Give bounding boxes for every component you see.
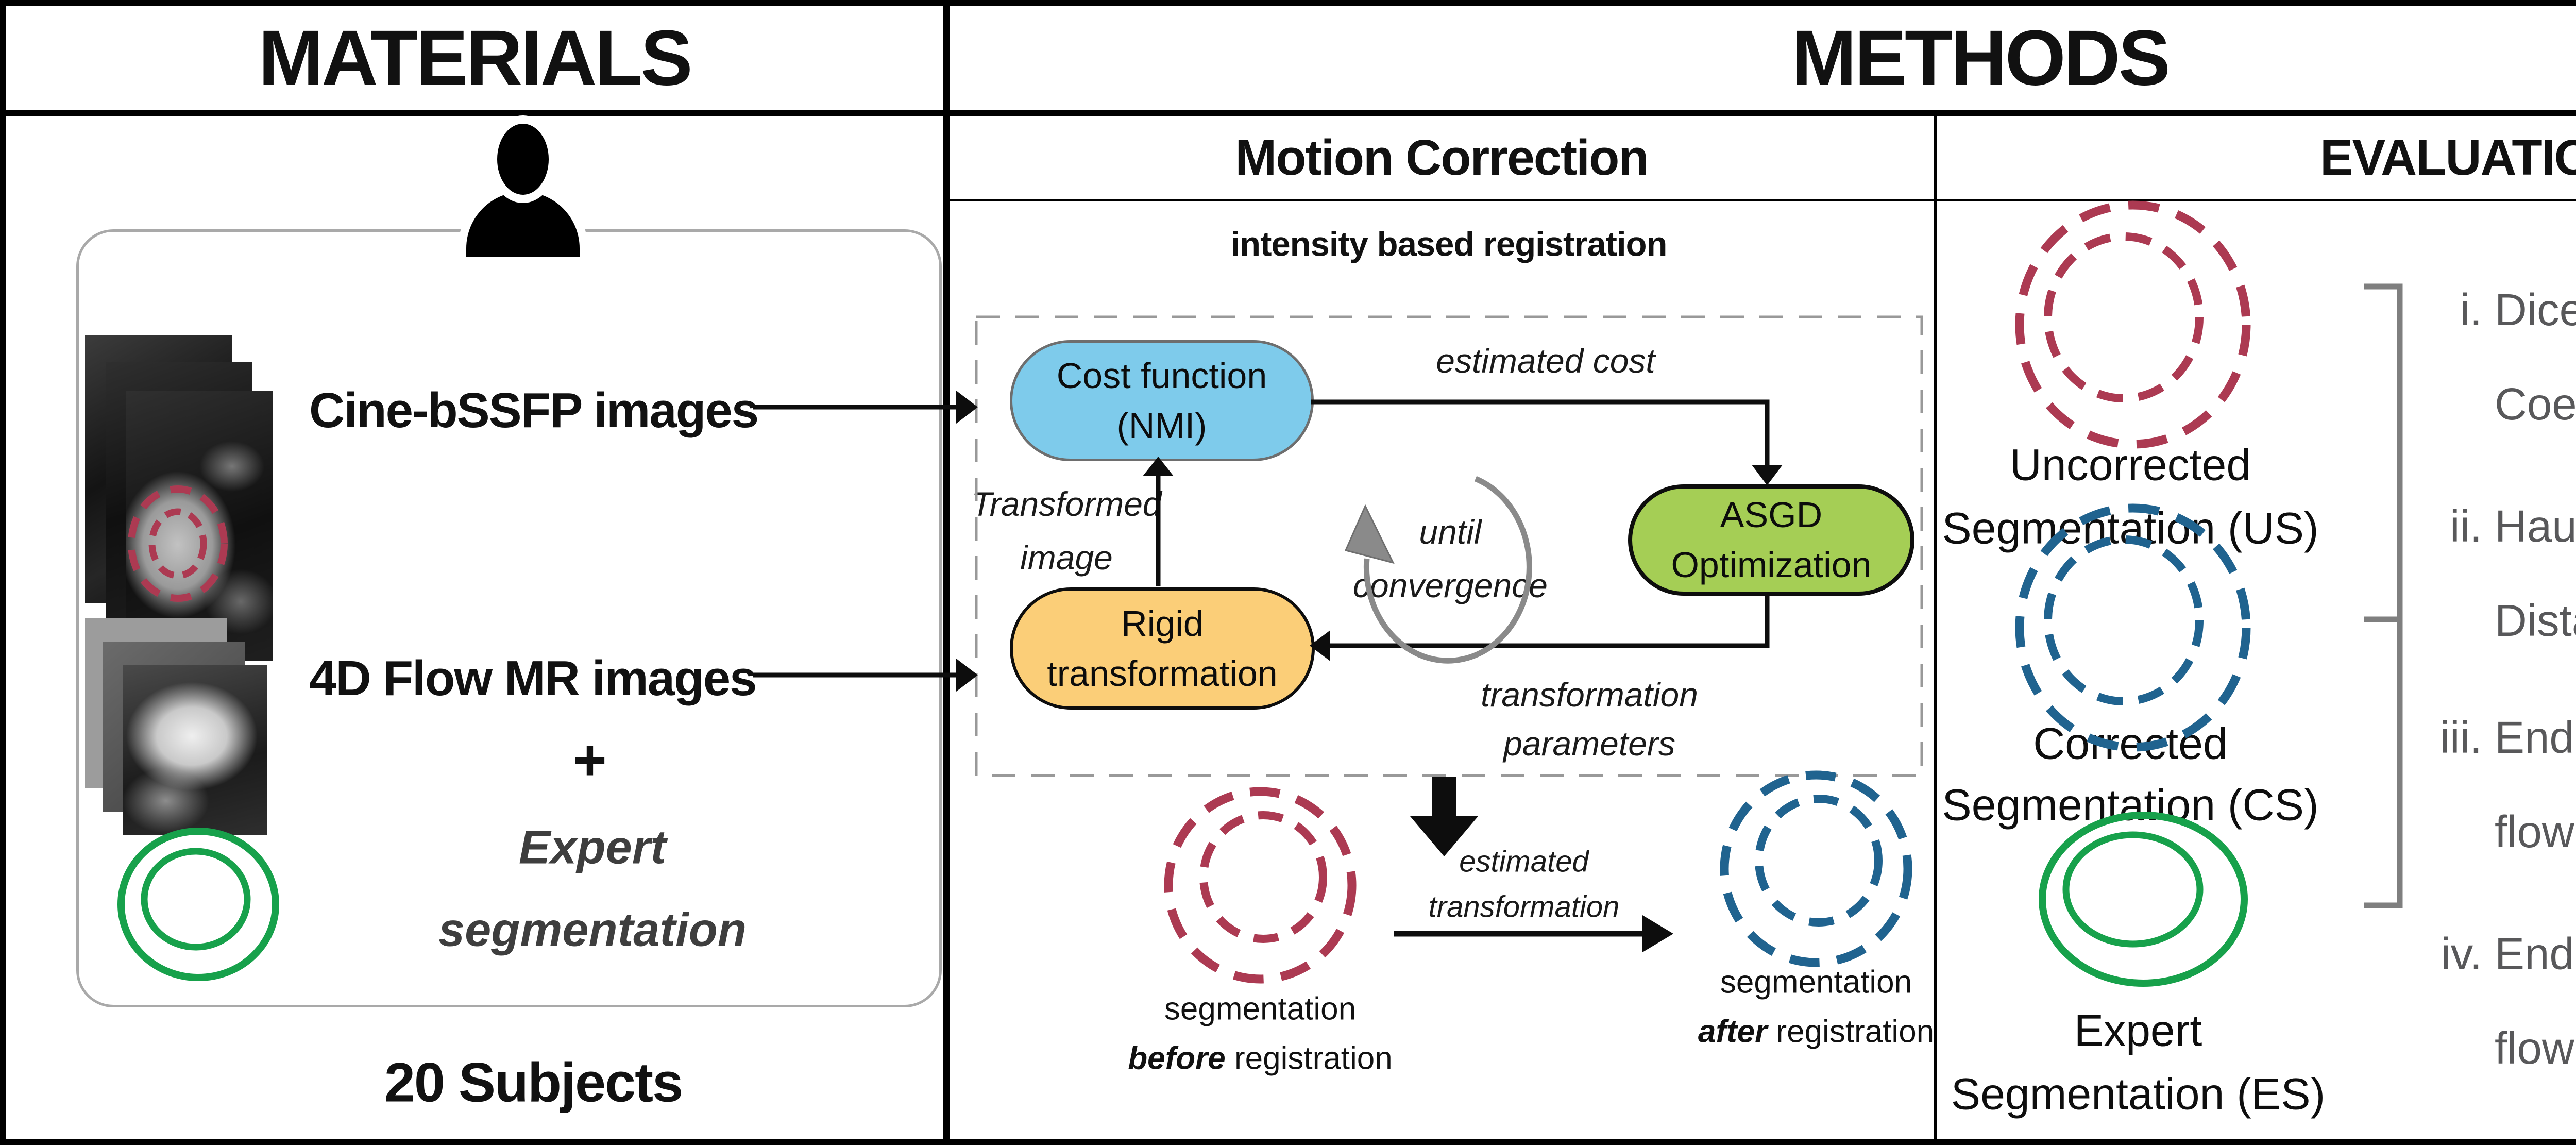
convergence-loop-arrowhead (1344, 504, 1395, 564)
estimated-cost-label: estimated cost (1436, 342, 1655, 380)
after-contour-inner (1755, 795, 1883, 927)
cost-function-line2: (NMI) (1116, 405, 1207, 446)
asgd-line2: Optimization (1671, 545, 1872, 585)
before-emphasis: before (1128, 1040, 1226, 1076)
border-bottom (0, 1139, 2576, 1145)
transformation-parameters-label-line1: transformation (1481, 676, 1698, 714)
asgd-optimization-box: ASGD Optimization (1628, 484, 1914, 596)
metric-dsc-line1: Dice Similarity (2495, 285, 2576, 335)
estimated-transformation-label-line2: transformation (1428, 890, 1620, 924)
divider-materials-methods (943, 0, 950, 1145)
es-contour-inner (2062, 831, 2204, 948)
after-rest: registration (1767, 1014, 1935, 1050)
metric-esv-line2: flow volume (ESV) (2495, 1023, 2576, 1073)
transformation-parameters-label-line2: parameters (1503, 725, 1675, 763)
subjects-count-label: 20 Subjects (384, 1051, 683, 1114)
methods-header: METHODS (1791, 14, 2171, 102)
segmentation-after-label-line2: after registration (1698, 1014, 1934, 1050)
evaluation-bracket (2364, 283, 2403, 908)
materials-header: MATERIALS (258, 14, 692, 102)
estimated-cost-arrowhead (1752, 465, 1783, 485)
metric-esv-line1: End-systolic (2495, 929, 2576, 979)
metric-esv-numeral: iv. (2441, 929, 2482, 979)
uncorrected-label-line1: Uncorrected (2009, 440, 2251, 490)
cine-bssfp-label: Cine-bSSFP images (309, 383, 759, 438)
metric-hd-numeral: ii. (2450, 501, 2482, 551)
divider-under-headers (0, 110, 2576, 116)
cs-contour-inner (2044, 535, 2204, 705)
metric-edv: iii. End-diastolic flow volume (EDV) (2421, 715, 2576, 854)
segmentation-before-label-line1: segmentation (1164, 991, 1357, 1027)
divider-motion-evaluation (1934, 116, 1937, 1145)
cost-function-box: Cost function (NMI) (1010, 340, 1314, 461)
flow-input-arrowhead (956, 659, 978, 692)
transformed-image-label-line2: image (1020, 538, 1113, 577)
before-contour-outer (1164, 787, 1357, 984)
metric-edv-line2: flow volume (EDV) (2495, 807, 2576, 857)
metric-esv: iv. End-systolic flow volume (ESV) (2421, 932, 2576, 1071)
person-head-icon (497, 124, 549, 195)
asgd-line1: ASGD (1720, 495, 1823, 535)
before-rest: registration (1225, 1040, 1393, 1076)
after-contour-outer (1720, 770, 1912, 967)
metric-hd-line2: Distance (HD) (2495, 596, 2576, 646)
metric-dsc-numeral: i. (2460, 285, 2483, 335)
border-left (0, 0, 6, 1145)
until-convergence-label-line1: until (1419, 513, 1482, 551)
divider-under-subheaders (950, 199, 2576, 201)
cine-input-arrowhead (956, 391, 978, 424)
metric-edv-numeral: iii. (2439, 713, 2482, 763)
after-emphasis: after (1698, 1014, 1768, 1050)
plus-sign: + (573, 728, 607, 793)
us-contour-outer (2015, 200, 2251, 449)
corrected-label-line1: Corrected (2033, 719, 2228, 769)
person-icon (466, 192, 580, 257)
metric-dsc: i.Dice Similarity Coefficient (DSC) (2421, 288, 2576, 427)
transformed-image-label-line1: Transformed (971, 485, 1162, 523)
segmentation-before-label-line2: before registration (1128, 1040, 1392, 1077)
evaluation-header: EVALUATION (2319, 129, 2576, 186)
segmentation-after-label-line1: segmentation (1720, 964, 1912, 1000)
rigid-line1: Rigid (1121, 603, 1204, 644)
es-contour-outer (2039, 812, 2248, 987)
expert-es-label-line1: Expert (2074, 1006, 2202, 1056)
before-contour-inner (1199, 811, 1327, 943)
expert-segmentation-label-line1: Expert (518, 821, 667, 874)
expert-es-label-line2: Segmentation (ES) (1951, 1069, 2326, 1119)
us-contour-inner (2044, 232, 2204, 402)
cost-function-line1: Cost function (1056, 355, 1267, 396)
metric-hd-line1: Hausdorff (2495, 501, 2576, 551)
metric-dsc-line2: Coefficient (DSC) (2495, 379, 2576, 429)
intensity-registration-subtitle: intensity based registration (1230, 225, 1668, 264)
expert-segmentation-label-line2: segmentation (438, 903, 747, 956)
flow-mri-image-front (123, 665, 267, 835)
border-top (0, 0, 2576, 6)
estimated-cost-arrow-line (1311, 399, 1770, 467)
metric-hd: ii. Hausdorff Distance (HD) (2421, 504, 2576, 643)
flow-mr-label: 4D Flow MR images (309, 651, 757, 706)
rigid-line2: transformation (1047, 653, 1278, 694)
estimated-transformation-label-line1: estimated (1459, 845, 1589, 879)
until-convergence-label-line2: convergence (1353, 566, 1548, 604)
metric-edv-line1: End-diastolic (2495, 713, 2576, 763)
corrected-label-line2: Segmentation (CS) (1942, 780, 2319, 830)
rigid-transformation-box: Rigid transformation (1010, 587, 1315, 710)
motion-correction-header: Motion Correction (1235, 129, 1649, 186)
uncorrected-label-line2: Segmentation (US) (1942, 503, 2319, 553)
estimated-transformation-arrowhead (1642, 915, 1673, 952)
